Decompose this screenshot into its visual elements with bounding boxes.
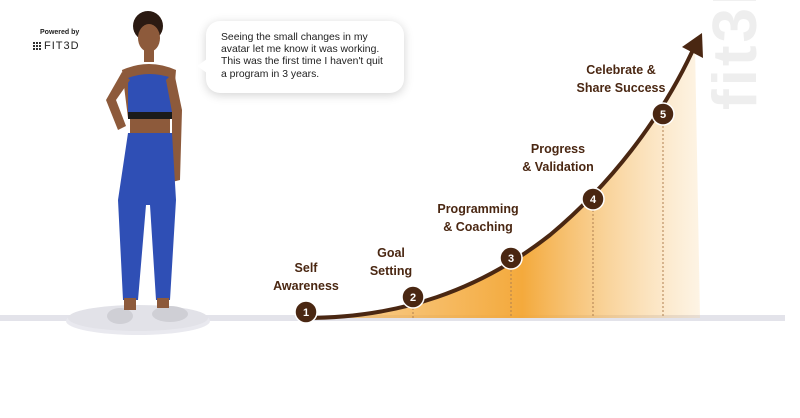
scanner-platform [68, 305, 208, 331]
testimonial-line: This was the first time I haven't quit [221, 56, 383, 68]
step-marker-2: 2 [401, 285, 425, 309]
step-label-line: & Validation [522, 160, 594, 174]
step-marker-4: 4 [581, 187, 605, 211]
step-label-line: Progress [530, 142, 586, 156]
step-label-line: Goal [377, 246, 405, 260]
logo-grid-icon [32, 42, 41, 51]
testimonial-bubble: Seeing the small changes in my avatar le… [197, 21, 404, 93]
step-marker-1: 1 [294, 300, 318, 324]
step-number-2: 2 [410, 292, 416, 304]
step-label-3: Programming & Coaching [428, 200, 528, 236]
step-number-1: 1 [303, 307, 309, 319]
step-label-line: Share Success [576, 81, 666, 95]
step-label-1: Self Awareness [266, 259, 346, 295]
step-label-line: & Coaching [443, 220, 513, 234]
fit3d-logo: FIT3D [32, 40, 80, 52]
testimonial-line: Seeing the small changes in my [221, 32, 368, 43]
step-label-line: Self [294, 261, 318, 275]
testimonial-line: a program in 3 years. [221, 68, 320, 80]
step-number-4: 4 [590, 194, 597, 206]
step-label-line: Setting [369, 264, 413, 278]
powered-by-label: Powered by [40, 29, 80, 36]
drop-lines [412, 118, 664, 318]
person-illustration [66, 11, 210, 335]
step-label-4: Progress & Validation [513, 140, 603, 176]
bubble-tail [197, 59, 207, 73]
logo-text: FIT3D [44, 40, 80, 52]
step-marker-3: 3 [499, 246, 523, 270]
step-number-3: 3 [508, 253, 514, 265]
step-label-line: Programming [437, 202, 519, 216]
testimonial-text: Seeing the small changes in my avatar le… [221, 32, 401, 81]
step-label-line: Awareness [273, 279, 339, 293]
step-label-line: Celebrate & [586, 63, 656, 77]
step-label-5: Celebrate & Share Success [566, 61, 676, 97]
arrow-head-icon [682, 33, 703, 58]
curve-fill [305, 45, 700, 318]
step-label-2: Goal Setting [356, 244, 426, 280]
step-marker-5: 5 [651, 102, 675, 126]
step-number-5: 5 [660, 109, 666, 121]
testimonial-line: avatar let me know it was working. [221, 44, 380, 56]
